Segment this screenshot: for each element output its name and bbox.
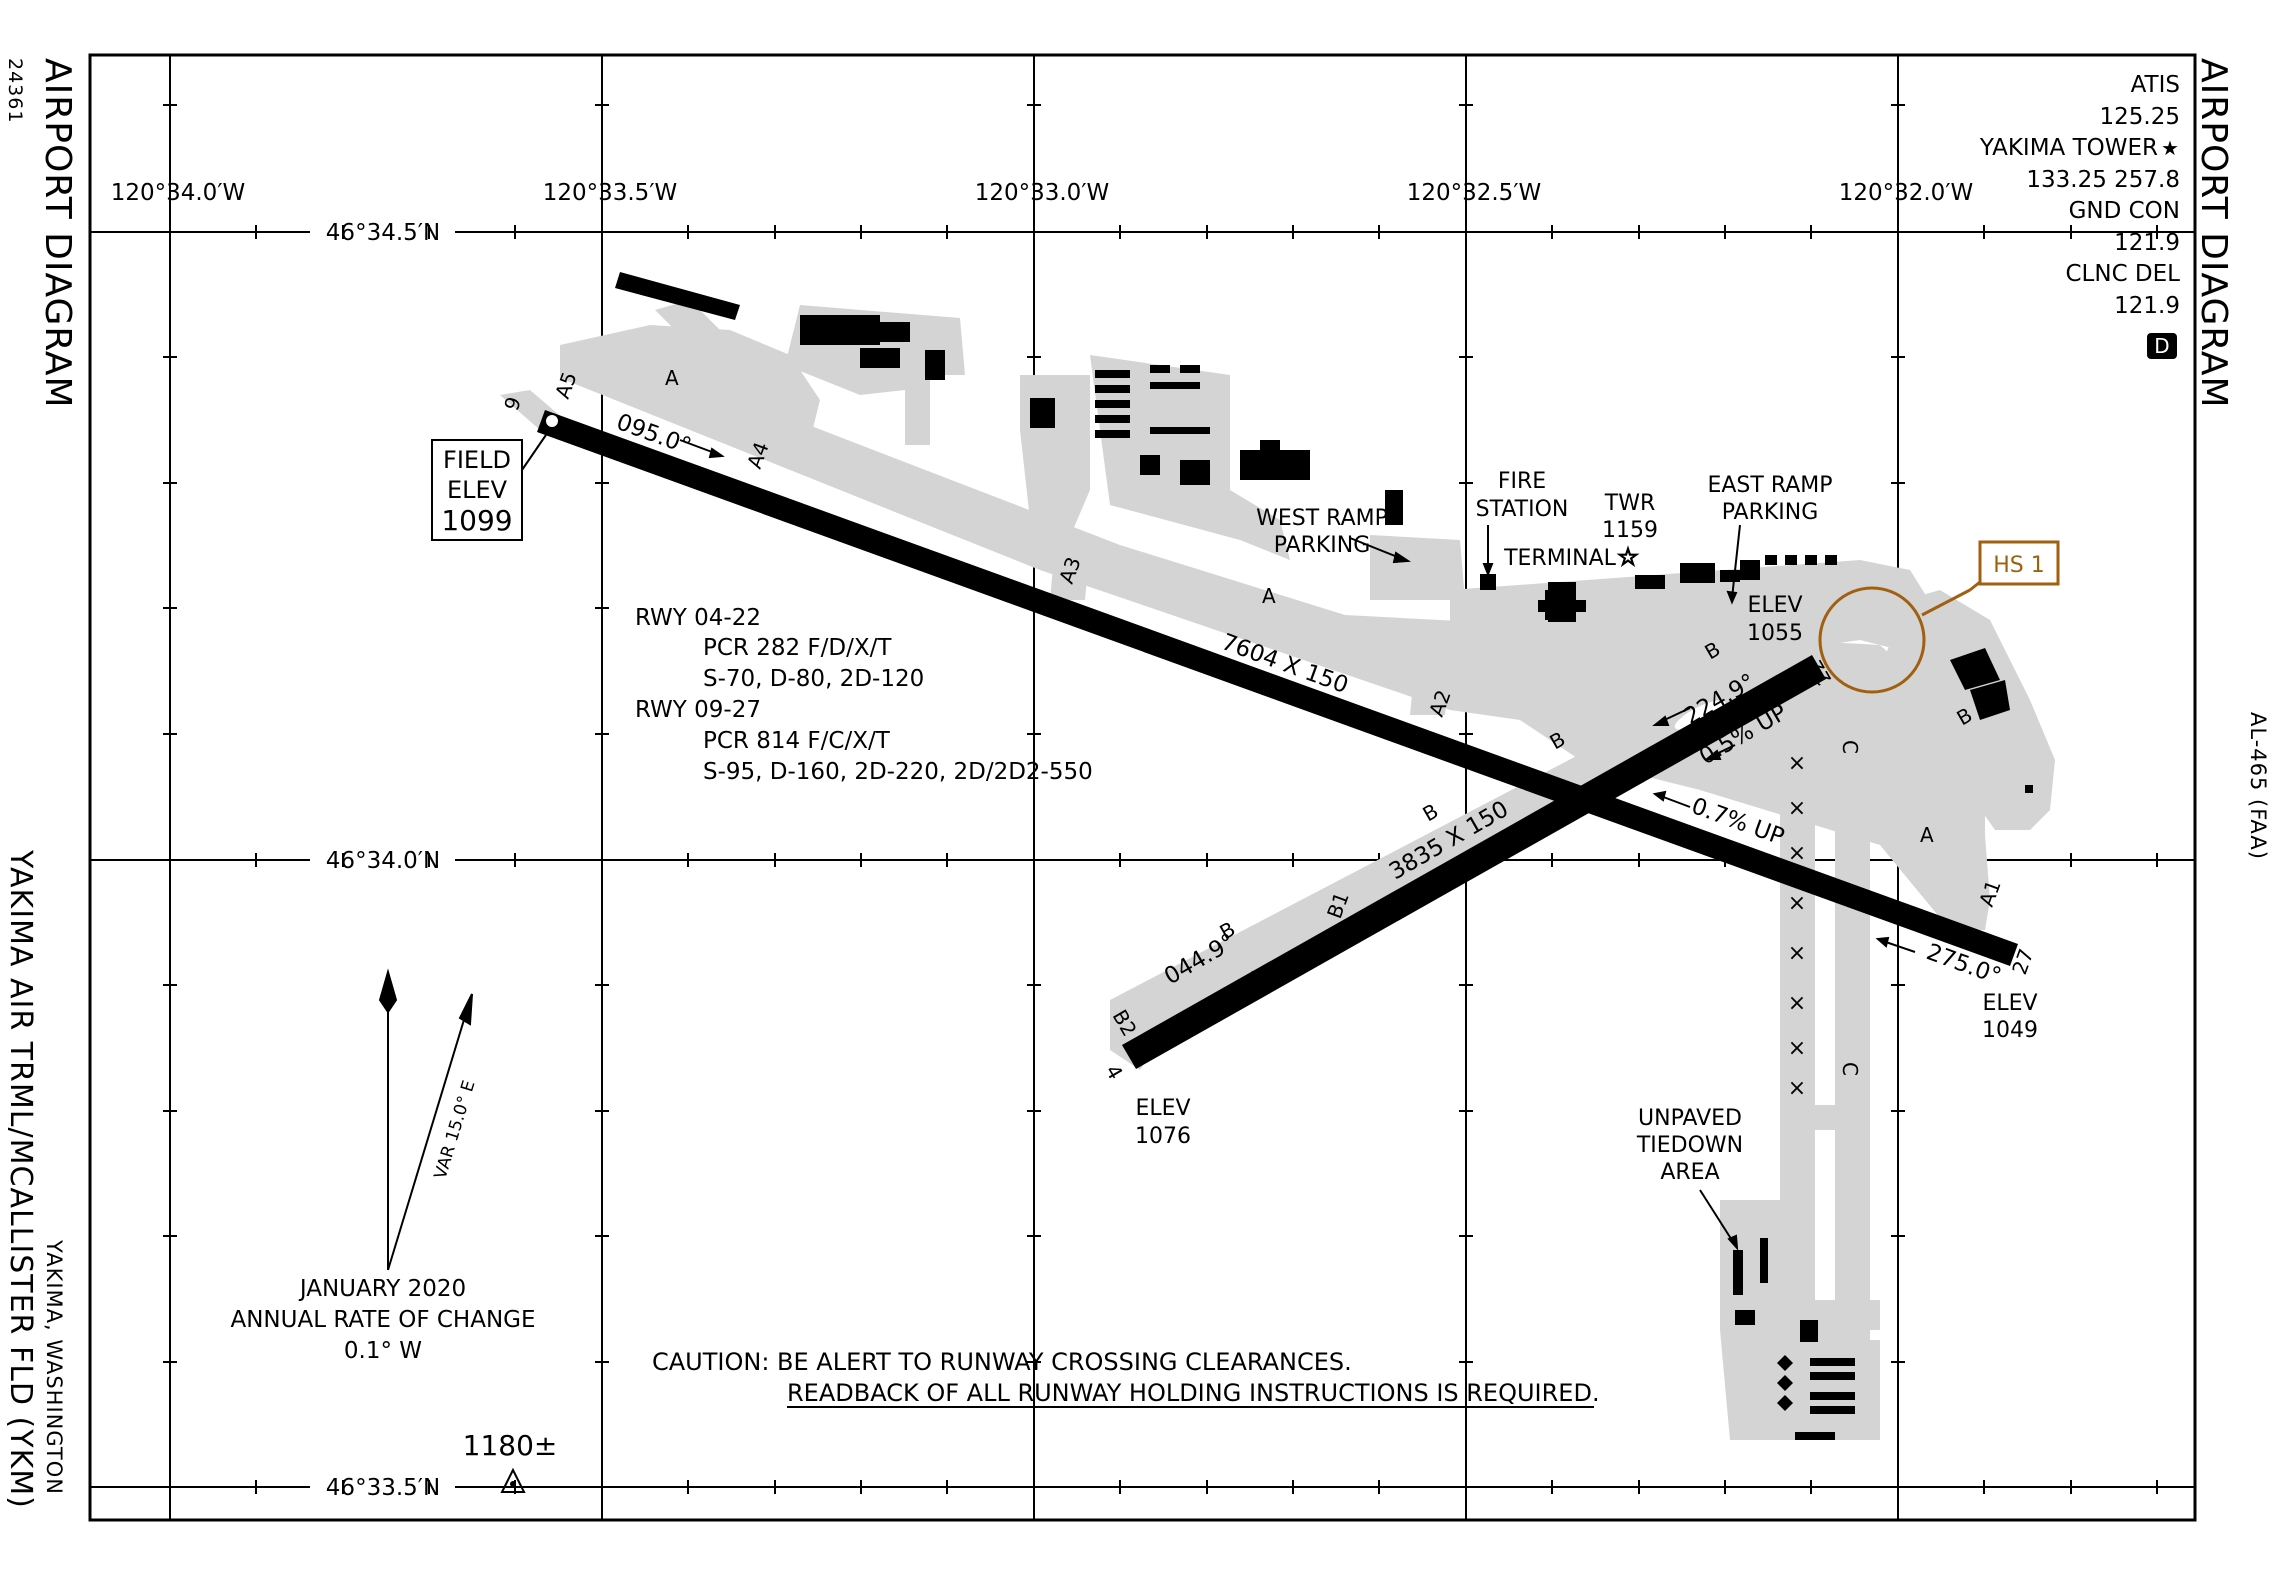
elev-1076: 1076 [1135,1124,1191,1149]
lon-label: 120°32.0′W [1839,180,1974,206]
elev-label: ELEV [1982,991,2037,1016]
twy-A: A [665,366,679,390]
tower-freq-label: YAKIMA TOWER [1979,135,2158,161]
twy-C: C [1838,1062,1862,1076]
latitude-labels: 46°34.5′N 46°34.0′N 46°33.5′N [326,220,440,1501]
twy-C: C [1838,740,1862,754]
rwy2-pcr: PCR 814 F/C/X/T [703,728,891,754]
rwy1-label: RWY 04-22 [635,605,761,631]
elev-1055: 1055 [1747,621,1803,646]
lat-label: 46°34.5′N [326,220,440,246]
elev-1049: 1049 [1982,1018,2038,1043]
frequency-block: ATIS 125.25 YAKIMA TOWER 133.25 257.8 GN… [1979,72,2180,319]
svg-text:×: × [1788,1036,1806,1061]
caution-note: CAUTION: BE ALERT TO RUNWAY CROSSING CLE… [652,1348,1600,1408]
gnd-label: GND CON [2069,198,2180,224]
lon-label: 120°34.0′W [111,180,246,206]
field-elevation-point [544,413,560,429]
lon-label: 120°33.0′W [975,180,1110,206]
terminal-label: TERMINAL [1503,546,1617,571]
mag-variation-text: JANUARY 2020 ANNUAL RATE OF CHANGE 0.1° … [230,1276,535,1364]
unpaved-label: UNPAVED [1638,1106,1742,1131]
svg-text:×: × [1788,991,1806,1016]
longitude-labels: 120°34.0′W 120°33.5′W 120°33.0′W 120°32.… [111,180,1974,206]
east-ramp-label: EAST RAMP [1707,473,1832,498]
field-elev-line1: FIELD [443,446,511,474]
rwy-end-4: 4 [1101,1061,1128,1084]
atis-freq: 125.25 [2100,104,2180,130]
field-elev-line2: ELEV [447,476,508,504]
gnd-freq: 121.9 [2114,230,2180,256]
atis-label: ATIS [2131,72,2180,98]
map-frame [88,53,2197,1522]
twy-A: A [1920,823,1934,847]
east-ramp-label: PARKING [1722,500,1819,525]
spot-elevation-icon [500,1467,526,1493]
fire-station-label: STATION [1476,497,1569,522]
runway-04-22 [1122,655,1826,1069]
fire-station-label: FIRE [1498,469,1546,494]
airspace-badge-label: D [2154,334,2169,358]
mag-var-label: VAR 15.0° E [431,1078,480,1181]
terminal-building [1538,582,1586,622]
field-elev-box: FIELD ELEV 1099 [431,431,549,541]
facility-labels: WEST RAMP PARKING FIRE STATION TERMINAL … [1135,469,2038,1185]
tower-freq: 133.25 257.8 [2026,167,2180,193]
lat-label: 46°34.0′N [326,848,440,874]
rwy1-pcr: PCR 282 F/D/X/T [703,635,892,661]
leader-lines [1349,524,1741,1251]
rwy2-label: RWY 09-27 [635,697,761,723]
unpaved-label: AREA [1660,1160,1719,1185]
caution-line1: CAUTION: BE ALERT TO RUNWAY CROSSING CLE… [652,1348,1352,1376]
heading-arrows [679,439,1916,991]
hotspot-label: HS 1 [1993,553,2045,578]
hot-spot-hs1[interactable]: HS 1 [1818,540,2060,694]
elev-label: ELEV [1135,1096,1190,1121]
lon-label: 120°32.5′W [1407,180,1542,206]
twy-A: A [1262,584,1276,608]
clnc-freq: 121.9 [2114,293,2180,319]
lat-label: 46°33.5′N [326,1475,440,1501]
grid-ticks [163,104,2158,1494]
runways [537,410,2018,1069]
runway-09-27 [537,410,2018,966]
unpaved-label: TIEDOWN [1636,1133,1743,1158]
tower-elev: 1159 [1602,518,1658,543]
svg-text:×: × [1788,941,1806,966]
svg-text:×: × [1788,1076,1806,1101]
svg-text:×: × [1788,841,1806,866]
spot-elevation: 1180± [463,1429,558,1462]
twy-B: B [1419,799,1443,827]
north-arrow [378,968,473,1271]
airspace-badge [2147,333,2177,359]
lon-label: 120°33.5′W [543,180,678,206]
svg-text:×: × [1788,751,1806,776]
svg-text:×: × [1788,796,1806,821]
rwy1-weights: S-70, D-80, 2D-120 [703,666,924,692]
west-ramp-label: WEST RAMP [1256,506,1388,531]
runway-info: RWY 04-22 PCR 282 F/D/X/T S-70, D-80, 2D… [635,605,1093,785]
field-elev-value: 1099 [441,504,512,537]
mag-rate-label: ANNUAL RATE OF CHANGE [230,1307,535,1333]
west-ramp-label: PARKING [1274,533,1371,558]
elev-label: ELEV [1747,593,1802,618]
svg-text:×: × [1788,891,1806,916]
mag-rate: 0.1° W [344,1338,422,1364]
rwy2-weights: S-95, D-160, 2D-220, 2D/2D2-550 [703,759,1093,785]
clnc-label: CLNC DEL [2065,261,2180,287]
tower-star-icon: ★ [2161,136,2179,160]
tower-star-icon: ☆ [1617,543,1639,571]
tiedown-marks: × × × × × × × × [1788,751,1806,1101]
caution-line2: READBACK OF ALL RUNWAY HOLDING INSTRUCTI… [787,1379,1600,1407]
mag-date: JANUARY 2020 [298,1276,466,1302]
buildings [615,272,2033,1440]
tower-label: TWR [1604,491,1655,516]
